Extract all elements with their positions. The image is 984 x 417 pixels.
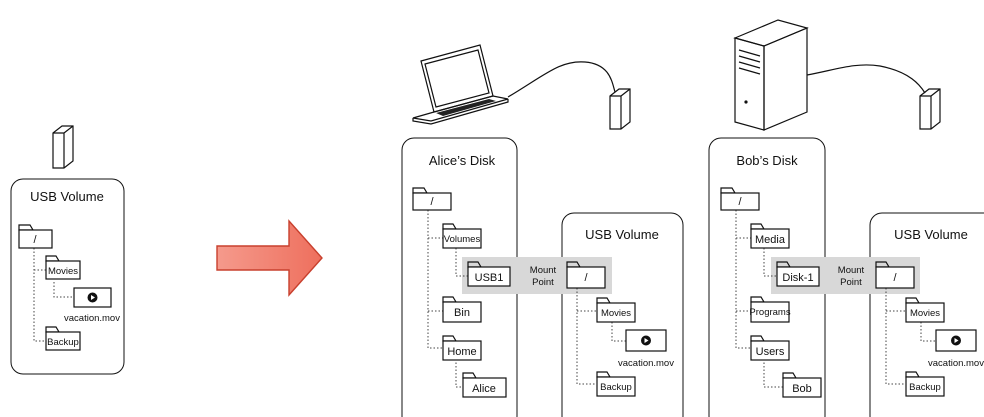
bob-disk-title: Bob’s Disk [736,153,798,168]
alice-usb-tree-lines [576,288,626,385]
bob-root-folder: / [720,187,760,211]
bob-usb-root-folder: / [875,261,915,289]
svg-text:/: / [738,196,742,208]
svg-text:vacation.mov: vacation.mov [928,358,984,369]
bob-usb-vacation-file: vacation.mov [928,329,984,369]
transition-arrow [216,219,323,297]
bob-usb-backup-folder: Backup [905,371,945,397]
svg-text:/: / [430,196,434,208]
svg-text:/: / [33,234,37,246]
bob-disk1-folder: Disk-1 [776,261,820,287]
bob-usb-cable [806,64,926,94]
svg-text:USB1: USB1 [475,272,504,284]
svg-text:/: / [584,272,588,284]
alice-usb-movies-folder: Movies [596,297,636,323]
left-root-folder: / [18,224,53,249]
svg-text:Movies: Movies [48,266,78,277]
alice-point-label: Point [532,277,554,288]
left-backup-folder: Backup [45,326,81,351]
svg-text:Disk-1: Disk-1 [782,272,813,284]
svg-text:Programs: Programs [749,307,790,318]
alice-mount-label: Mount [530,265,557,276]
bob-tree-lines [735,210,783,388]
svg-text:Media: Media [755,234,786,246]
left-usb-drive-icon [52,125,74,169]
bob-media-folder: Media [750,223,790,249]
svg-text:Volumes: Volumes [444,234,481,245]
svg-text:Backup: Backup [47,337,79,348]
alice-usb-drive-icon [609,88,631,130]
left-file-name: vacation.mov [64,313,120,324]
svg-text:Bin: Bin [454,307,470,319]
alice-usb-vacation-file: vacation.mov [618,329,674,369]
alice-usb-volume-title: USB Volume [585,227,659,242]
svg-text:Users: Users [756,346,785,358]
svg-text:Home: Home [447,346,476,358]
bob-usb-drive-icon [919,88,941,130]
bob-programs-folder: Programs [749,296,791,323]
server-tower-icon [733,19,809,131]
svg-text:/: / [893,272,897,284]
alice-disk-title: Alice’s Disk [429,153,496,168]
bob-usb-movies-folder: Movies [905,297,945,323]
left-usb-volume-panel: USB Volume / Movies vacation.mov Backup [10,178,125,375]
bob-usb-volume-title: USB Volume [894,227,968,242]
left-usb-volume-title: USB Volume [30,189,104,204]
svg-text:Bob: Bob [792,383,812,395]
bob-user-folder: Bob [782,372,822,398]
alice-bin-folder: Bin [442,296,482,323]
left-movies-folder: Movies [45,255,81,280]
svg-text:Backup: Backup [600,382,632,393]
alice-volumes-folder: Volumes [442,223,482,249]
alice-usb-root-folder: / [566,261,606,289]
bob-mount-label: Mount [838,265,865,276]
alice-usb-cable [507,61,616,98]
laptop-icon [412,44,509,125]
alice-root-folder: / [412,187,452,211]
svg-text:Alice: Alice [472,383,496,395]
left-vacation-file: vacation.mov [64,287,120,324]
bob-usb-tree-lines [885,288,936,385]
alice-usb1-folder: USB1 [467,261,511,287]
svg-text:Backup: Backup [909,382,941,393]
alice-usb-backup-folder: Backup [596,371,636,397]
alice-home-folder: Home [442,335,482,361]
alice-user-folder: Alice [462,372,507,398]
bob-users-folder: Users [750,335,790,361]
alice-tree-lines [427,210,468,388]
bob-point-label: Point [840,277,862,288]
svg-text:Movies: Movies [910,308,940,319]
svg-text:vacation.mov: vacation.mov [618,358,674,369]
svg-text:Movies: Movies [601,308,631,319]
